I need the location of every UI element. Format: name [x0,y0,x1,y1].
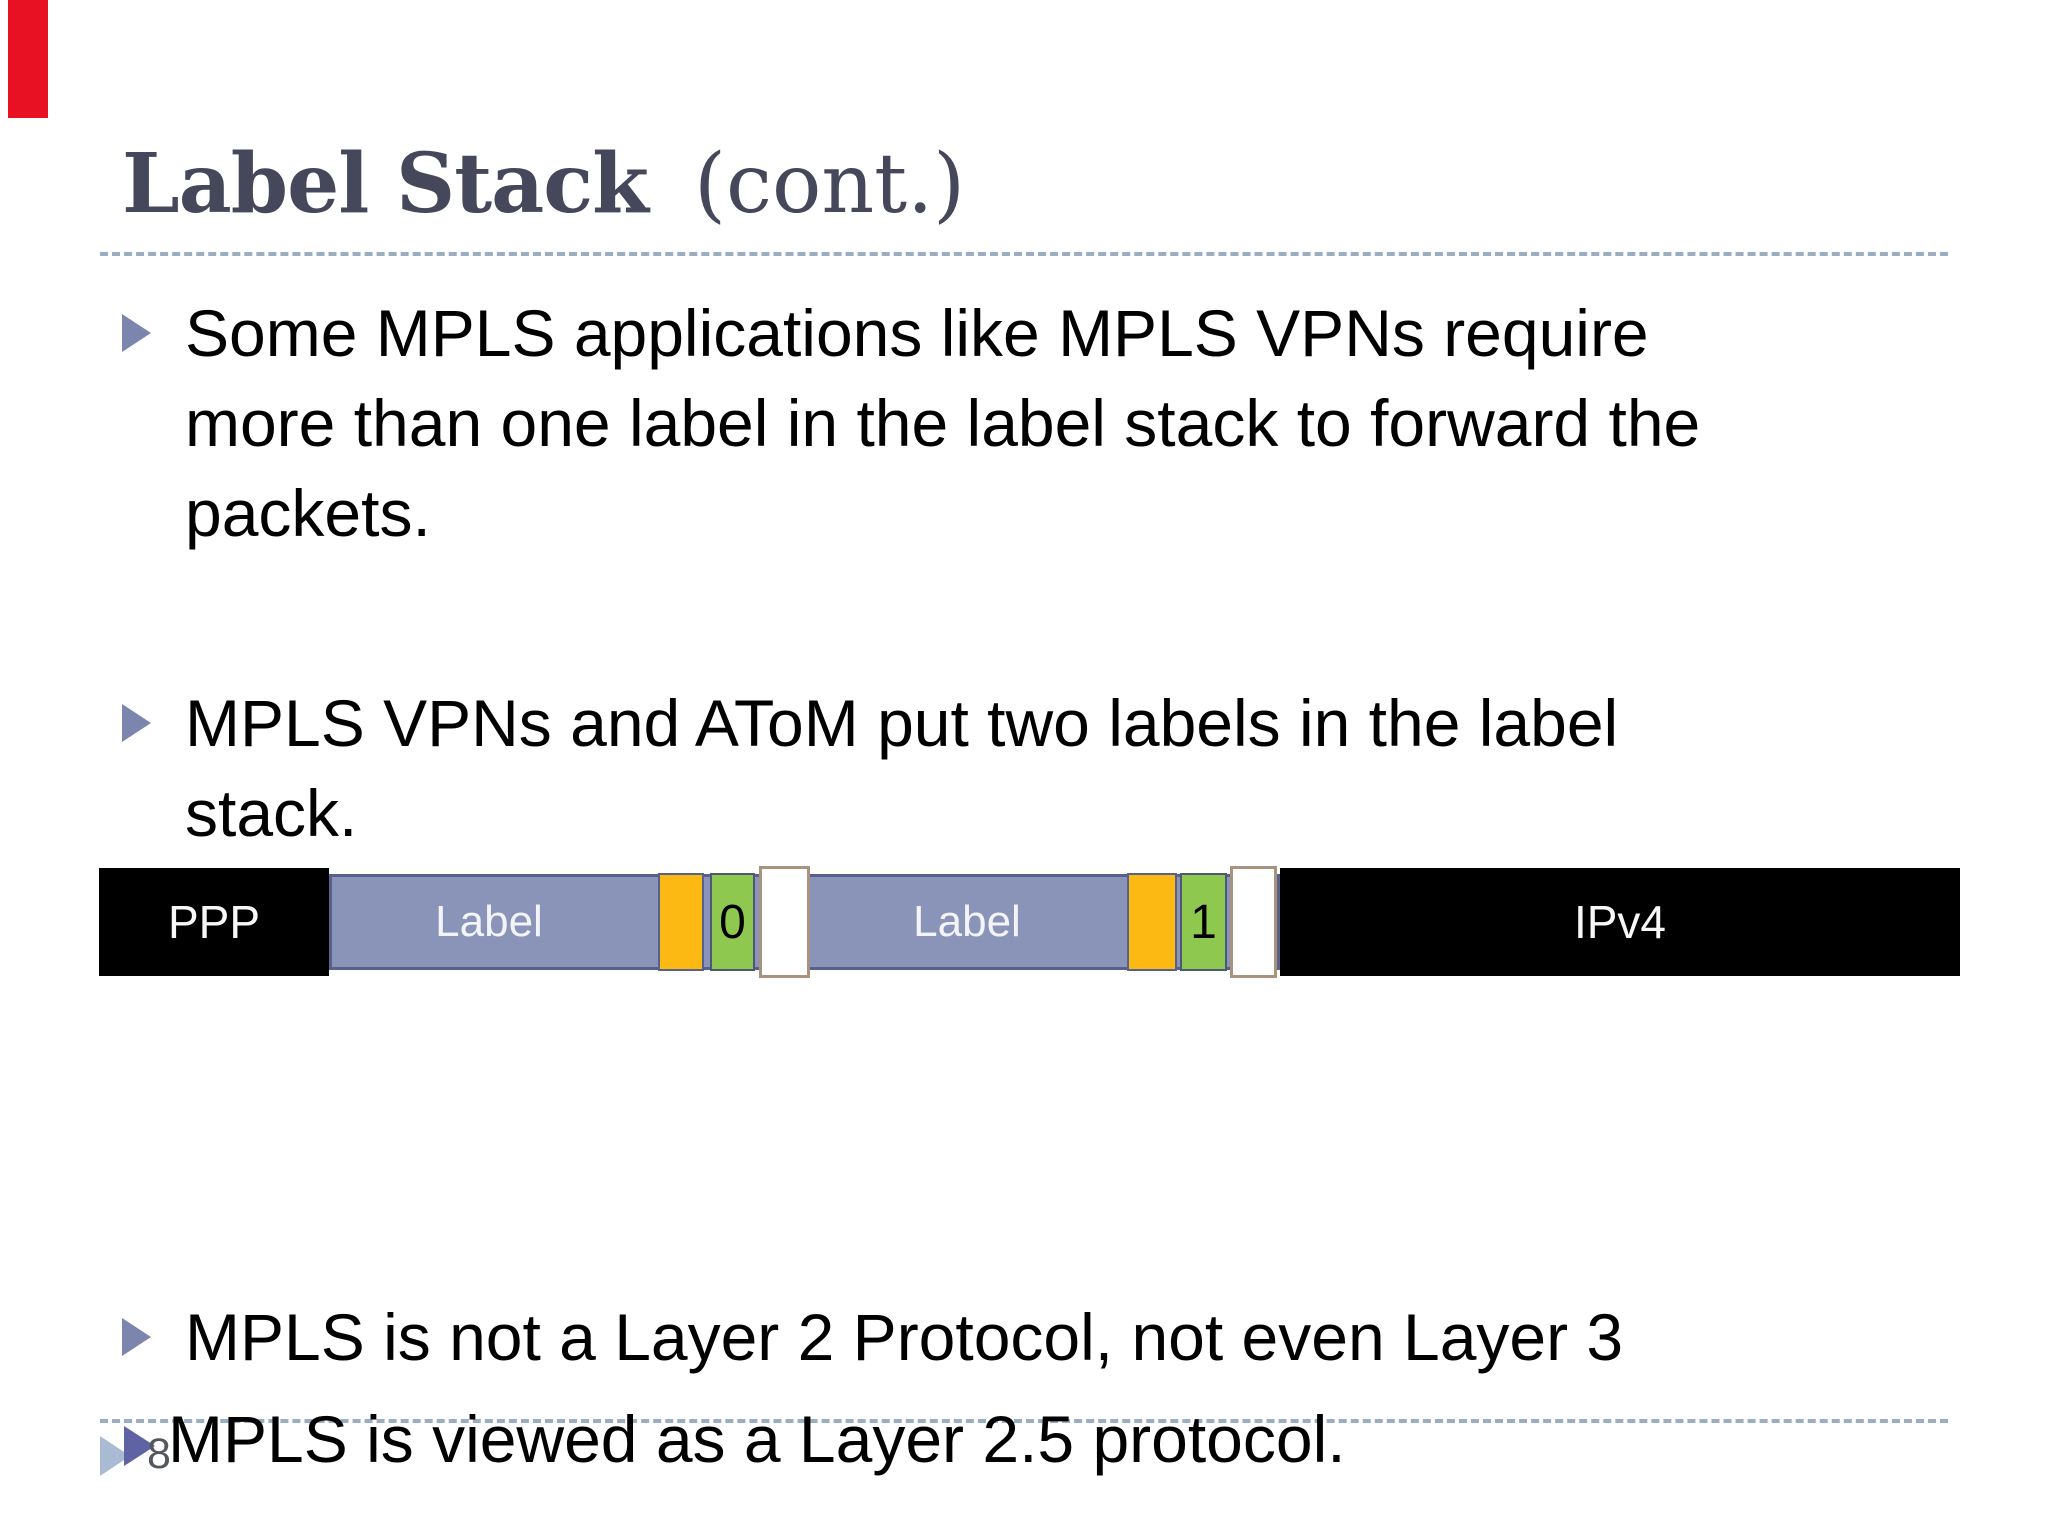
slide-title-suffix: (cont.) [694,137,966,232]
diagram-cell-label-1: Label [435,897,543,946]
diagram-cell-ttl-field-1 [759,866,810,978]
page-number: 8 [147,1430,171,1478]
diagram-cell-exp-field-1 [658,873,704,971]
bullet-1-line-3: packets. [185,476,431,550]
bullet-item-2: MPLS VPNs and AToM put two labels in the… [185,678,1618,858]
bullet-1-line-2: more than one label in the label stack t… [185,386,1701,460]
bullet-4-line-1: MPLS is viewed as a Layer 2.5 protocol. [168,1402,1346,1476]
bullet-item-3: MPLS is not a Layer 2 Protocol, not even… [185,1292,1623,1382]
slide-title-main: Label Stack [122,136,649,232]
slide-title: Label Stack (cont.) [122,140,965,230]
bullet-item-4: MPLS is viewed as a Layer 2.5 protocol. [168,1394,1346,1484]
title-divider-dashed-line [100,252,1948,256]
diagram-cell-ppp: PPP [99,868,329,976]
diagram-cell-label-2: Label [913,897,1021,946]
bullet-2-line-1: MPLS VPNs and AToM put two labels in the… [185,686,1619,760]
red-marker-bar [8,0,48,118]
diagram-cell-bos-bit-1: 1 [1180,873,1227,971]
bullet-triangle-icon [122,704,151,742]
diagram-cell-ipv4: IPv4 [1280,868,1960,976]
footer-divider-dashed-line [100,1419,1948,1423]
bullet-triangle-icon [122,314,151,352]
bullet-3-line-1: MPLS is not a Layer 2 Protocol, not even… [185,1300,1624,1374]
bullet-2-line-2: stack. [185,776,358,850]
bullet-1-line-1: Some MPLS applications like MPLS VPNs re… [185,296,1649,370]
bullet-item-1: Some MPLS applications like MPLS VPNs re… [185,288,1700,558]
diagram-cell-ttl-field-2 [1230,866,1277,978]
diagram-cell-exp-field-2 [1127,873,1177,971]
diagram-cell-bos-bit-0: 0 [710,873,755,971]
bullet-triangle-icon [122,1318,151,1356]
footer-arrow-icon-dark [124,1426,155,1466]
label-stack-packet-diagram: PPP Label 0 Label 1 IPv4 [99,866,1960,978]
